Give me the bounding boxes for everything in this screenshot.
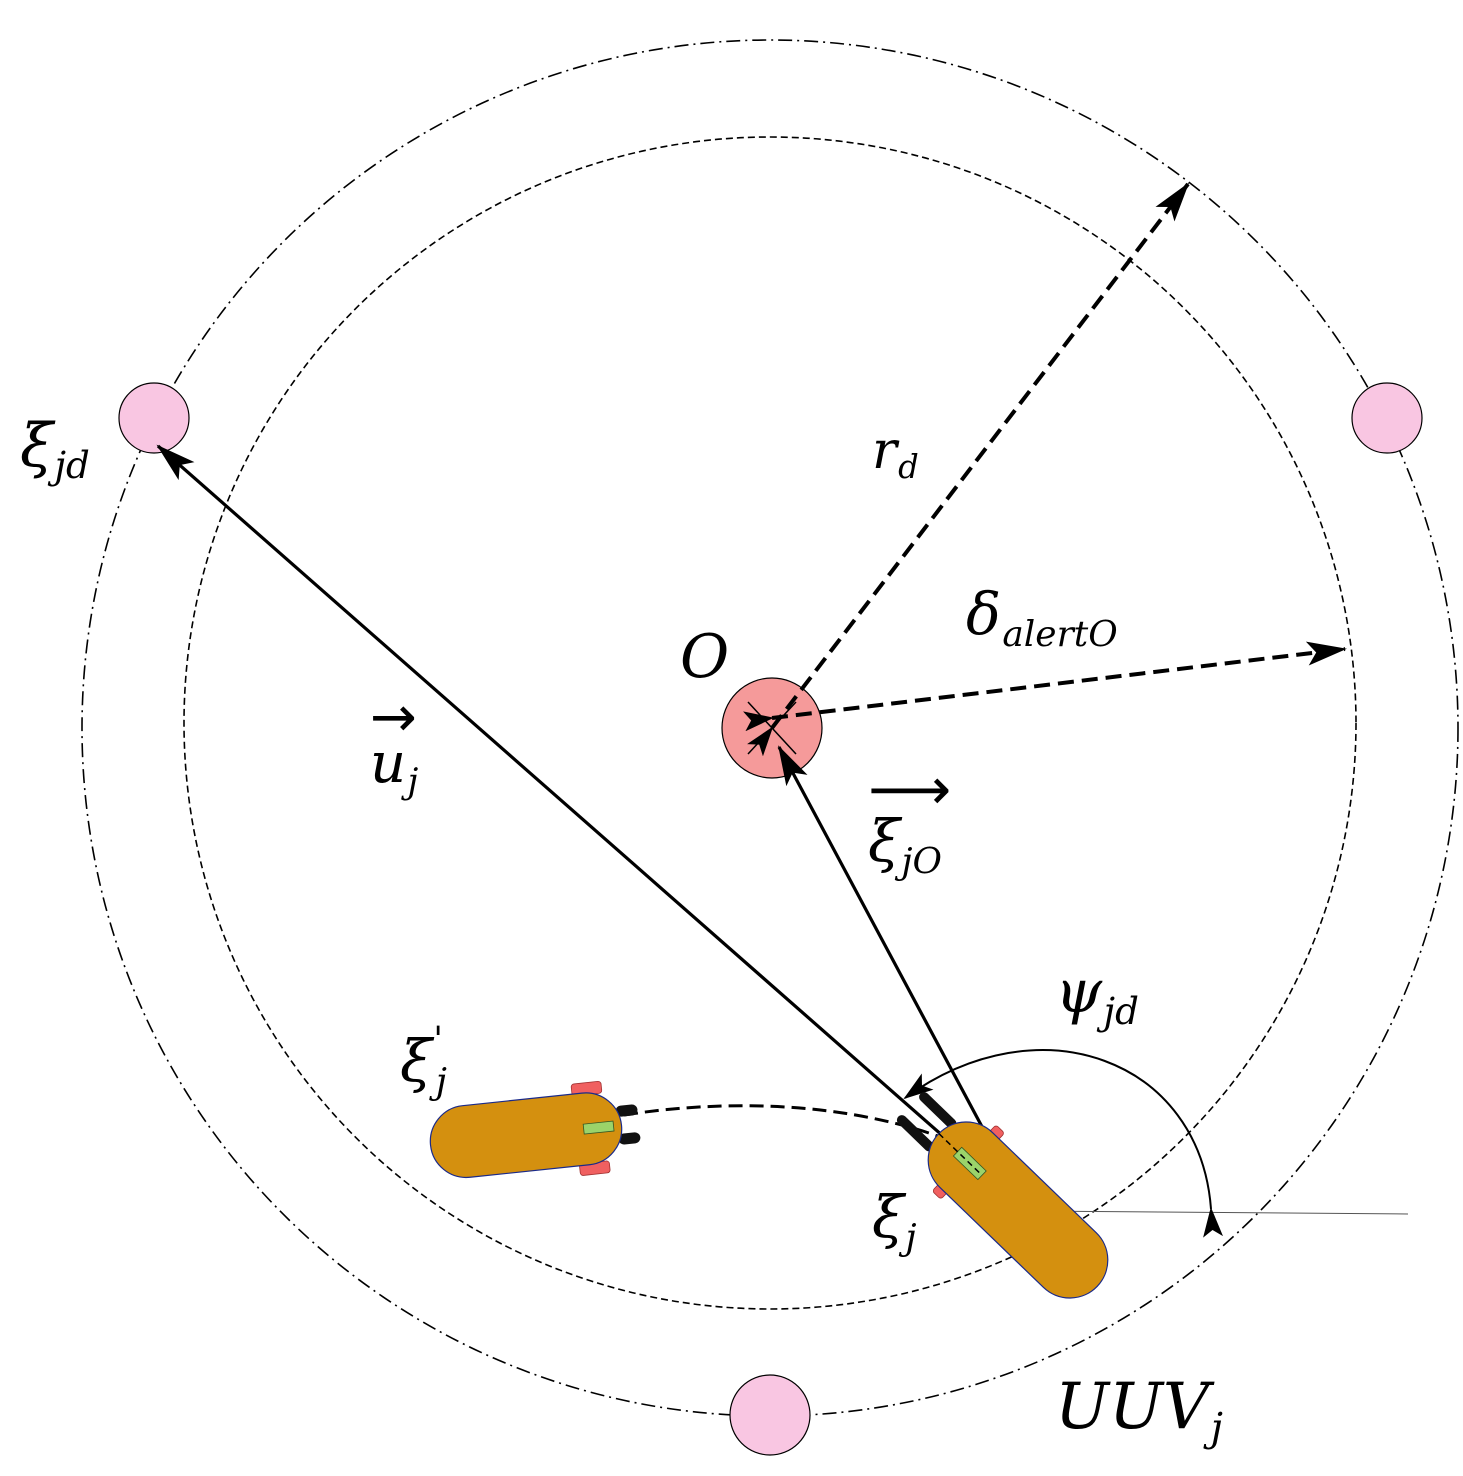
delta-alert-arrow (743, 641, 1347, 732)
label-xi-jo: ⟶ ξjO (868, 755, 952, 882)
alert-circle (183, 136, 1357, 1310)
waypoint-top-left (118, 382, 190, 454)
label-r-d: rd (872, 421, 919, 487)
uuv-ghost (429, 1080, 641, 1179)
waypoint-bottom (729, 1374, 811, 1456)
uuv-vehicle (896, 1092, 1109, 1299)
formation-circle (81, 39, 1459, 1417)
label-uuv-j: UUVj (1055, 1370, 1223, 1451)
label-u-j: → uj (370, 685, 419, 803)
label-delta-alert: δalertO (966, 580, 1118, 655)
label-origin: O (680, 622, 730, 692)
psi-angle-arc (903, 1049, 1224, 1238)
rd-arrow (747, 182, 1190, 757)
label-xi-jd: ξjd (20, 411, 90, 487)
uj-vector (156, 444, 1028, 1211)
heading-reference-line (1027, 1210, 1409, 1215)
label-xi-j: ξj (872, 1183, 917, 1258)
waypoint-right (1351, 382, 1423, 454)
label-xi-j-prime: ξ'j (400, 1020, 447, 1102)
label-psi-jd: ψjd (1055, 957, 1139, 1033)
